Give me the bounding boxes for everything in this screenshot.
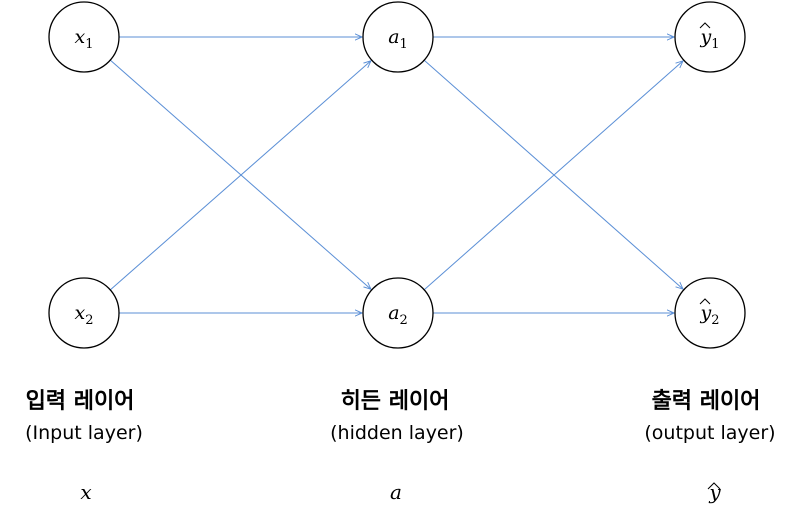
node-a1-subscript: 1 bbox=[400, 37, 408, 52]
node-x1-circle bbox=[48, 1, 120, 73]
node-y1-subscript: 1 bbox=[711, 37, 719, 52]
node-x2: x2 bbox=[48, 277, 120, 349]
node-a2-circle bbox=[362, 277, 434, 349]
node-x2-label: x bbox=[75, 302, 86, 324]
output-layer-symbol-hat bbox=[707, 482, 721, 490]
node-x2-subscript: 2 bbox=[85, 313, 93, 328]
svg-text:y1: y1 bbox=[699, 26, 719, 52]
node-a2-label: a bbox=[388, 302, 399, 324]
node-y2-hat-accent bbox=[699, 298, 711, 305]
edges bbox=[109, 37, 683, 313]
node-y2-subscript: 2 bbox=[711, 313, 719, 328]
node-a1: a1 bbox=[362, 1, 434, 73]
node-a1-label: a bbox=[388, 26, 399, 48]
node-x2-circle bbox=[48, 277, 120, 349]
input-layer-subtitle: (Input layer) bbox=[25, 422, 143, 444]
node-a2-subscript: 2 bbox=[400, 313, 408, 328]
node-y1-hat-accent bbox=[699, 22, 711, 29]
output-layer-symbol-text: y bbox=[709, 480, 721, 504]
hidden-layer-symbol: a bbox=[390, 480, 402, 504]
output-layer-symbol: y bbox=[665, 480, 765, 504]
svg-text:x2: x2 bbox=[75, 302, 94, 328]
edge-x2-to-a1 bbox=[109, 61, 371, 291]
svg-text:a2: a2 bbox=[388, 302, 408, 328]
node-a1-circle bbox=[362, 1, 434, 73]
svg-text:x1: x1 bbox=[75, 26, 94, 52]
node-y1: y1 bbox=[674, 1, 746, 73]
node-y2-circle bbox=[674, 277, 746, 349]
node-x1-subscript: 1 bbox=[85, 37, 93, 52]
input-layer-symbol: x bbox=[80, 480, 92, 504]
node-a2: a2 bbox=[362, 277, 434, 349]
node-y1-circle bbox=[674, 1, 746, 73]
node-x1: x1 bbox=[48, 1, 120, 73]
node-y2: y2 bbox=[674, 277, 746, 349]
output-layer-title: 출력 레이어 bbox=[651, 389, 761, 414]
node-y2-label: y bbox=[699, 302, 711, 324]
svg-text:a1: a1 bbox=[388, 26, 408, 52]
edge-a2-to-y1 bbox=[423, 61, 683, 291]
hidden-layer-title: 히든 레이어 bbox=[340, 389, 450, 414]
node-y1-label: y bbox=[699, 26, 711, 48]
input-layer-title: 입력 레이어 bbox=[25, 389, 135, 414]
node-x1-label: x bbox=[75, 26, 86, 48]
hidden-layer-subtitle: (hidden layer) bbox=[330, 422, 464, 444]
output-layer-subtitle: (output layer) bbox=[644, 422, 776, 444]
svg-text:y2: y2 bbox=[699, 302, 719, 328]
